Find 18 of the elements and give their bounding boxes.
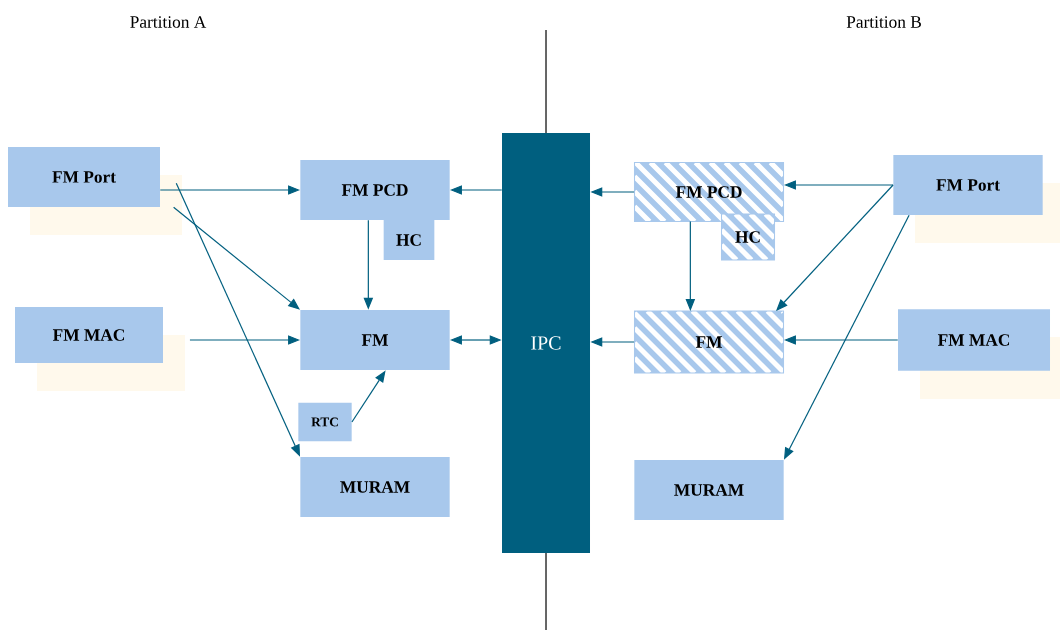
process-box: RTC [298,402,352,442]
arrow [189,335,300,345]
process-box: MURAM [300,457,450,517]
ipc-bar: IPC [502,133,590,553]
process-box: FM MAC [15,307,185,391]
arrow [159,185,300,195]
process-box: FM Port [893,155,1060,243]
partition-label: Partition A [130,16,207,28]
process-box: MURAM [634,460,784,520]
hatched-box: HC [720,213,776,261]
partition-label: Partition B [846,16,921,28]
arrow [685,221,696,311]
process-box: FM MAC [898,309,1060,399]
process-box: FM [300,310,450,370]
hatched-box: FM [633,310,785,374]
process-box: HC [383,220,435,260]
node-label: HC [396,234,421,246]
process-box: FM Port [8,147,182,235]
